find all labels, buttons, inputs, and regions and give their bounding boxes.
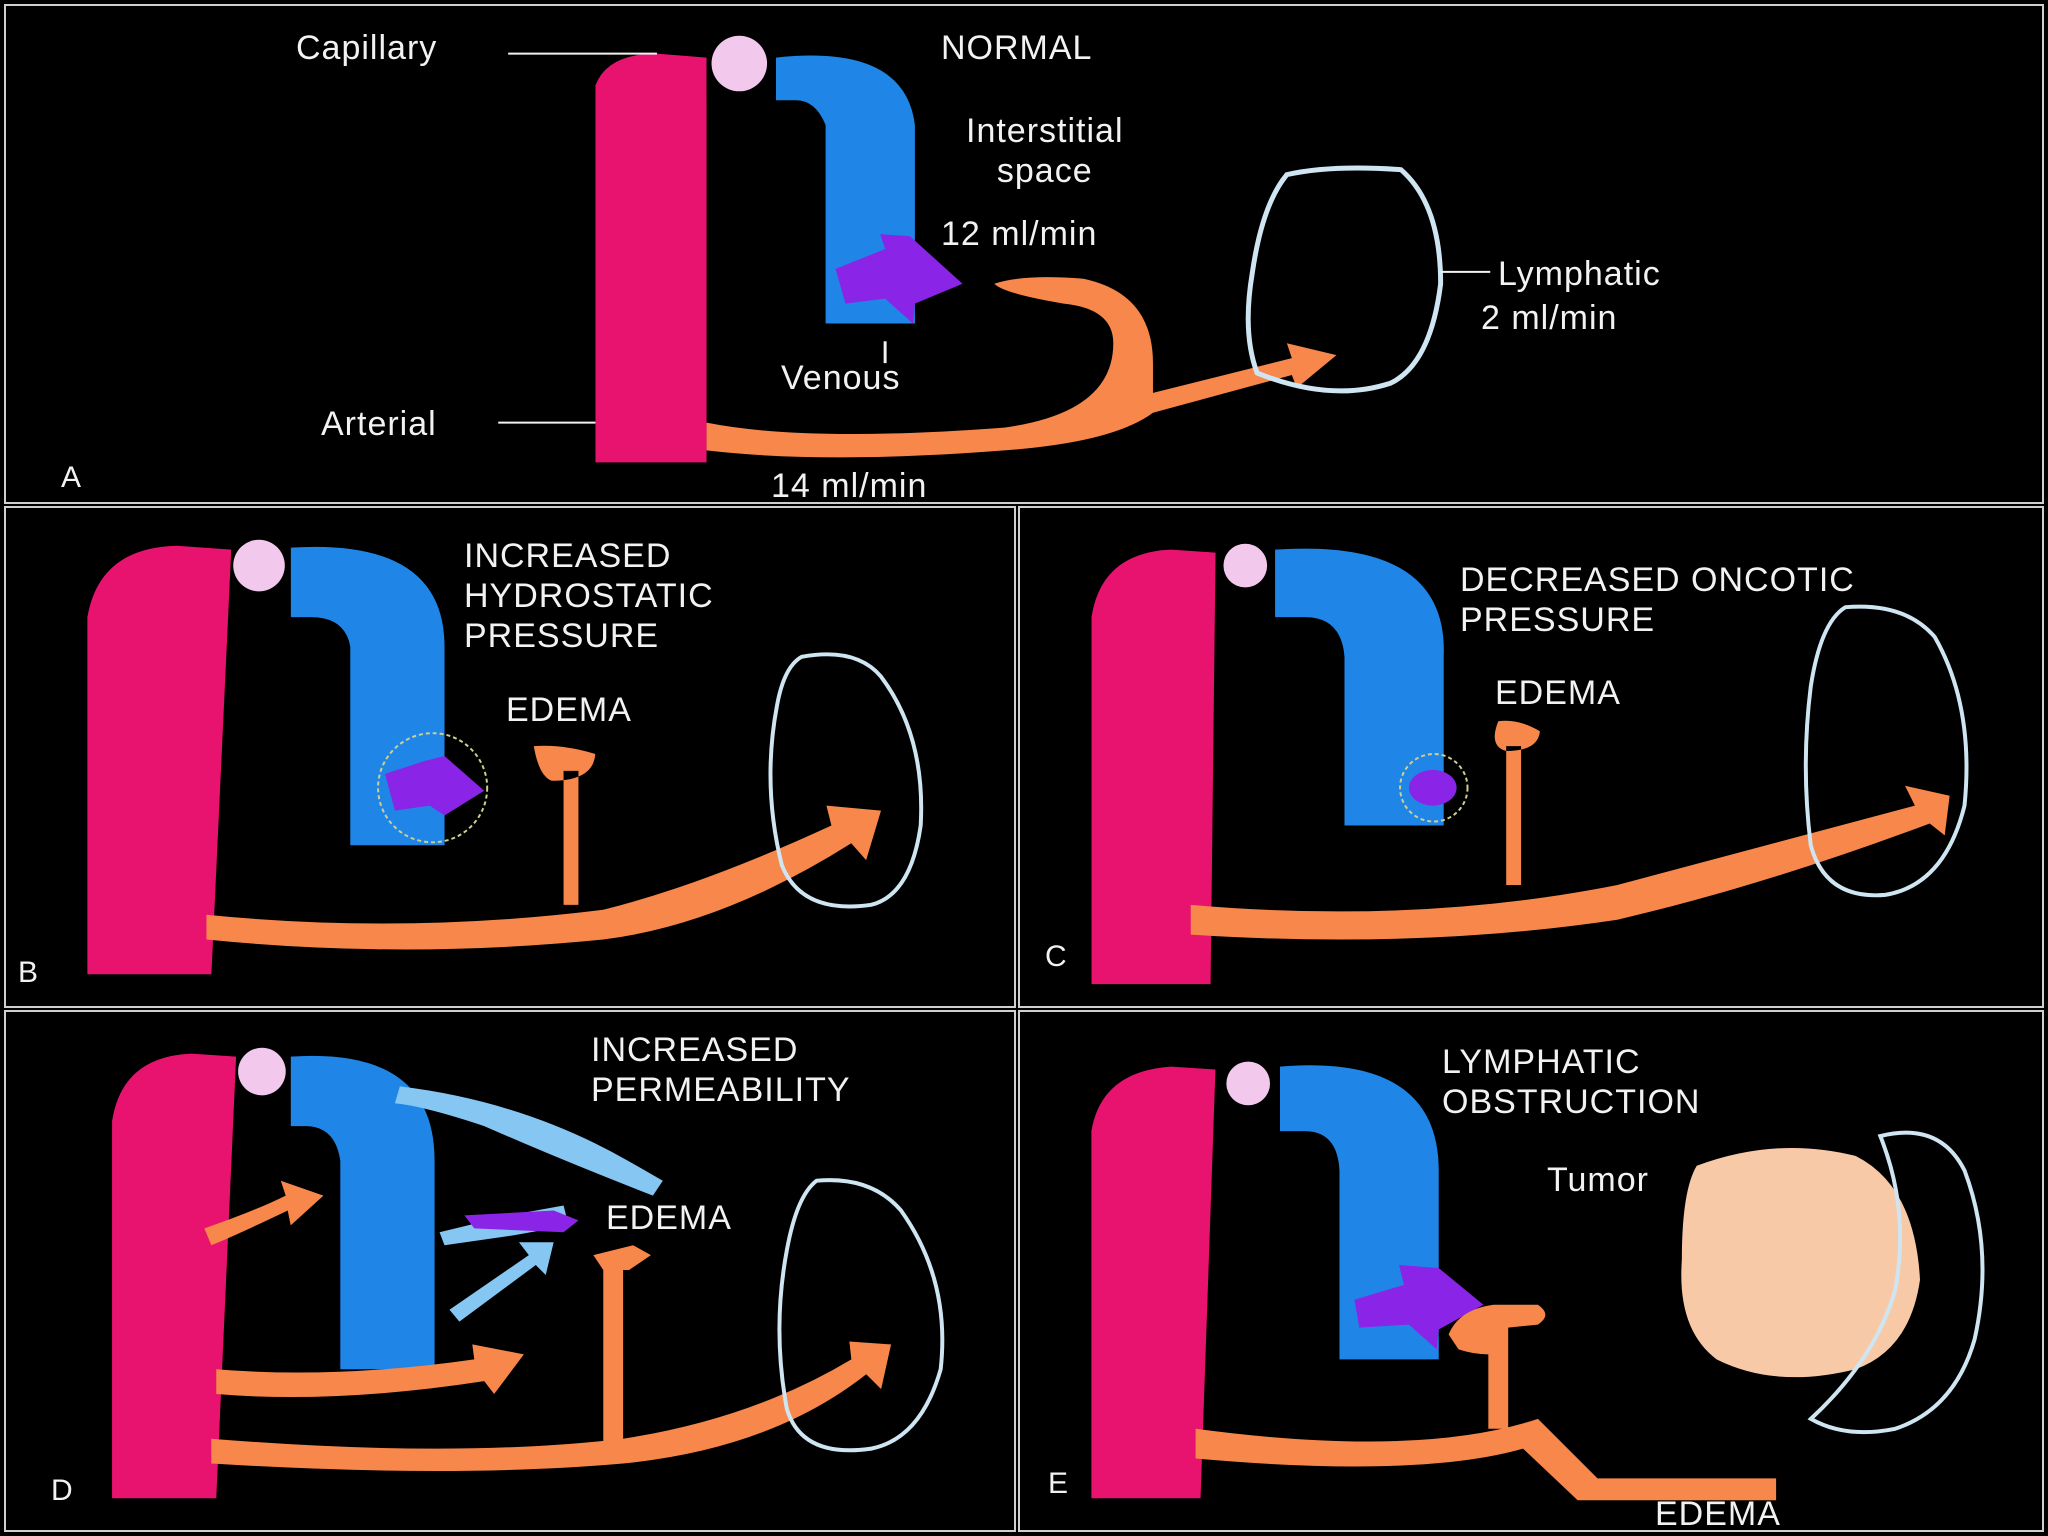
panel-title: INCREASED HYDROSTATIC PRESSURE: [464, 537, 714, 656]
leak-circle: [377, 732, 489, 844]
arterial-flow: [206, 805, 882, 950]
lymphatic-vessel: [1245, 165, 1444, 394]
edema-flow: [533, 745, 596, 905]
capillary-diagram-e: [1091, 1061, 1985, 1501]
panel-letter: D: [51, 1474, 73, 1507]
venous-vessel: [1279, 1065, 1439, 1360]
arterial-flow: [1195, 1418, 1777, 1501]
edema-flow: [593, 1245, 651, 1449]
arterial-flow-label: 14 ml/min: [771, 467, 928, 504]
arterial-flow: [1190, 785, 1950, 940]
leak-arrow: [835, 234, 963, 324]
panel-letter: A: [61, 461, 82, 494]
capillary-diagram-c: [1091, 543, 1969, 985]
flow-arrow: [216, 1344, 524, 1398]
venous-vessel: [1275, 548, 1444, 826]
flow-arrow: [204, 1180, 324, 1246]
lymphatic-vessel: [1803, 604, 1969, 898]
lymphatic-flow: 2 ml/min: [1481, 299, 1618, 337]
panel-d-increased-permeability: INCREASED PERMEABILITY EDEMA D: [4, 1010, 1016, 1532]
arterial-vessel: [1091, 1066, 1216, 1499]
edema-flow: [1448, 1304, 1546, 1429]
arterial-vessel: [112, 1053, 237, 1499]
leak-spot: [1408, 769, 1457, 806]
lymphatic-label: Lymphatic: [1498, 255, 1661, 293]
permeability-stream: [394, 1086, 663, 1196]
capillary-node: [1226, 1061, 1271, 1106]
arterial-label: Arterial: [321, 405, 437, 443]
panel-b-increased-hydrostatic-pressure: INCREASED HYDROSTATIC PRESSURE EDEMA B: [4, 506, 1016, 1008]
lymphatic-vessel: [768, 652, 924, 909]
edema-label: EDEMA: [606, 1199, 732, 1237]
interstitial-flow: 12 ml/min: [941, 215, 1098, 253]
panel-title: DECREASED ONCOTIC PRESSURE: [1460, 561, 1855, 640]
arterial-flow: [211, 1341, 892, 1471]
arterial-flow: [706, 277, 1337, 458]
leak-arrow: [464, 1210, 579, 1233]
panel-e-lymphatic-obstruction: LYMPHATIC OBSTRUCTION Tumor EDEMA E: [1018, 1010, 2044, 1532]
arterial-vessel: [87, 545, 232, 975]
panel-letter: C: [1045, 940, 1067, 973]
panel-letter: E: [1048, 1467, 1069, 1500]
edema-flow: [1494, 720, 1540, 885]
panel-letter: B: [18, 956, 39, 989]
permeability-stream: [449, 1242, 554, 1322]
interstitial-label: Interstitial space: [966, 112, 1124, 191]
capillary-node: [238, 1047, 286, 1096]
capillary-label: Capillary: [296, 29, 438, 67]
capillary-diagram-d: [112, 1047, 945, 1499]
capillary-node: [1223, 543, 1268, 588]
panel-title: NORMAL: [941, 29, 1093, 67]
edema-label: EDEMA: [506, 691, 632, 729]
panel-a-normal: Capillary NORMAL Interstitial space 12 m…: [4, 4, 2044, 504]
edema-label: EDEMA: [1655, 1495, 1781, 1532]
capillary-diagram-b: [87, 539, 924, 975]
lymphatic-vessel: [777, 1178, 945, 1453]
capillary-node: [233, 539, 285, 592]
venous-vessel: [290, 1055, 435, 1370]
arterial-vessel: [595, 53, 707, 463]
panel-title: LYMPHATIC OBSTRUCTION: [1442, 1043, 1701, 1122]
arterial-vessel: [1091, 549, 1216, 985]
tumor: [1681, 1147, 1920, 1378]
leak-arrow: [1354, 1265, 1484, 1350]
venous-label: Venous: [781, 359, 901, 397]
lymphatic-vessel: [1807, 1130, 1985, 1435]
capillary-diagram-a: [498, 35, 1491, 463]
panel-title: INCREASED PERMEABILITY: [591, 1031, 851, 1110]
capillary-node: [711, 35, 768, 92]
leak-arrow: [385, 756, 485, 816]
tumor-label: Tumor: [1547, 1161, 1649, 1199]
leak-circle: [1399, 753, 1469, 823]
panel-c-decreased-oncotic-pressure: DECREASED ONCOTIC PRESSURE EDEMA C: [1018, 506, 2044, 1008]
edema-label: EDEMA: [1495, 674, 1621, 712]
